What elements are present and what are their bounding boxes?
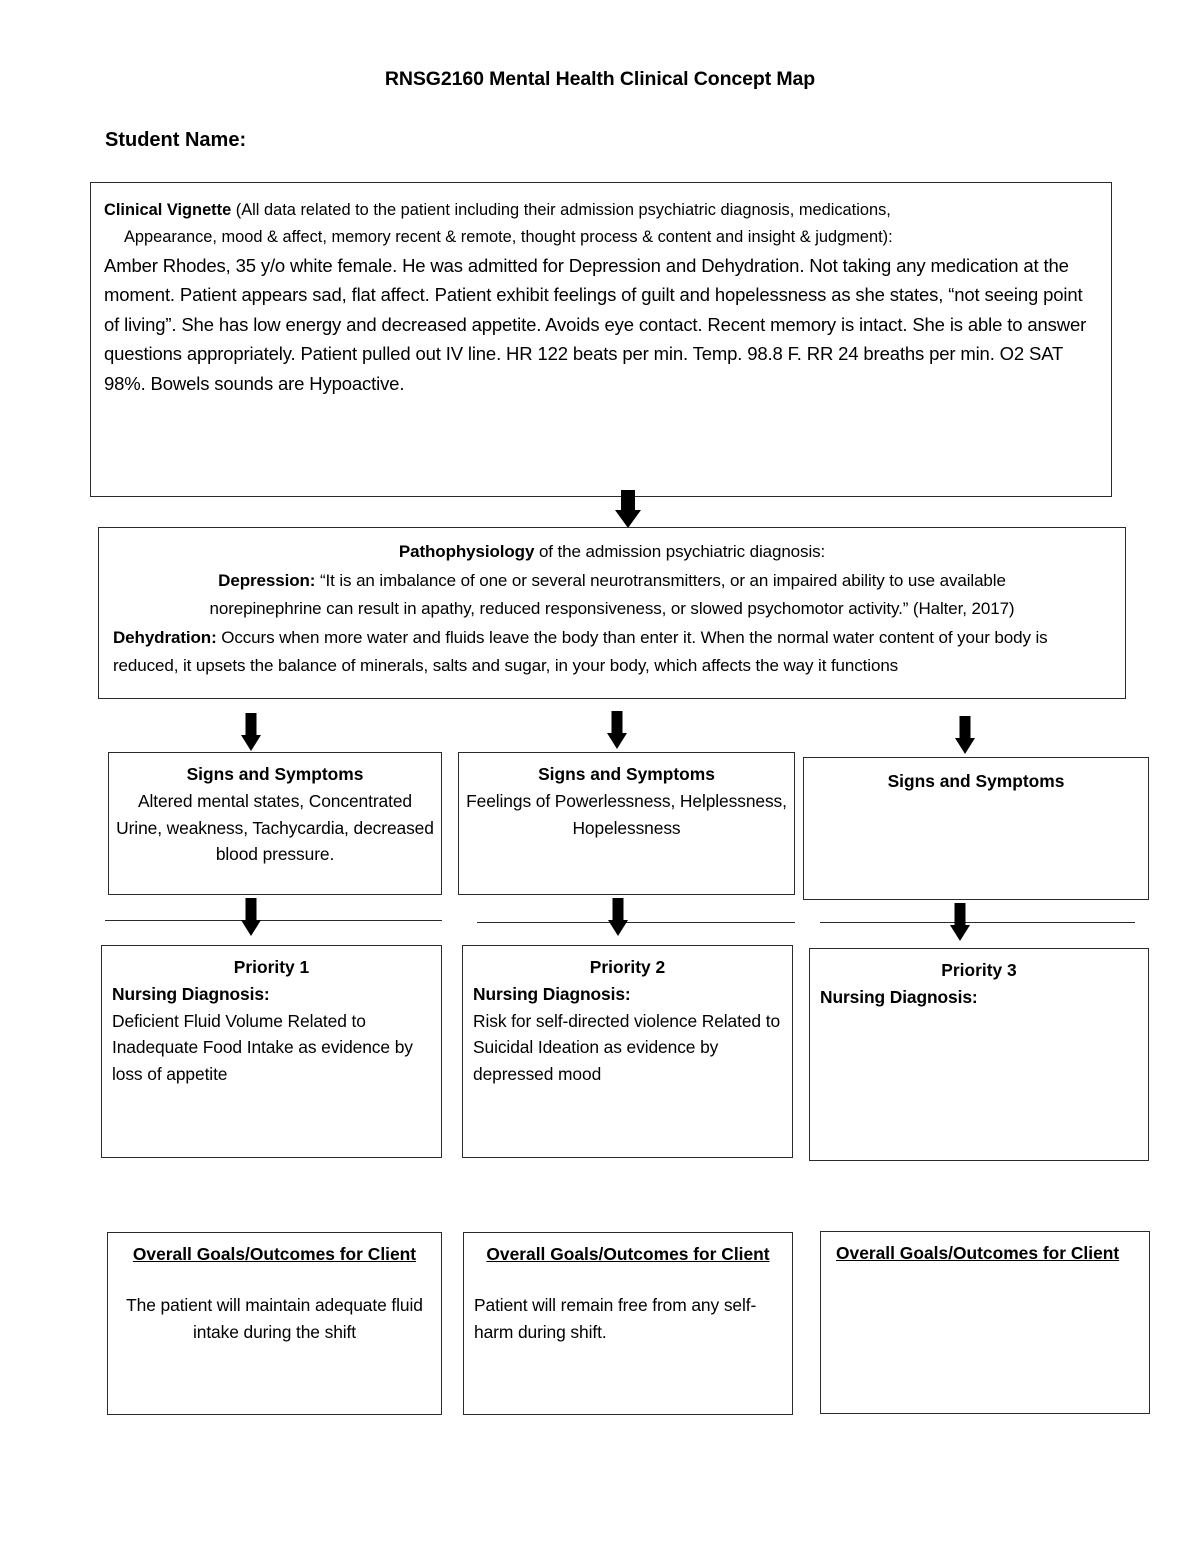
- vignette-label-bold: Clinical Vignette: [104, 201, 232, 219]
- arrow-head: [607, 733, 627, 749]
- connector-rule-3: [820, 922, 1135, 923]
- arrow-shaft: [959, 716, 971, 740]
- signs-and-symptoms-box-3: Signs and Symptoms: [803, 757, 1149, 900]
- signs-heading-3: Signs and Symptoms: [887, 771, 1065, 791]
- arrow-head: [615, 510, 641, 528]
- goals-body-2: Patient will remain free from any self-h…: [474, 1295, 757, 1342]
- priority-box-2: Priority 2 Nursing Diagnosis: Risk for s…: [462, 945, 793, 1158]
- arrow-shaft: [611, 711, 623, 735]
- goals-heading-1: Overall Goals/Outcomes for Client: [132, 1244, 417, 1264]
- signs-body-2: Feelings of Powerlessness, Helplessness,…: [466, 790, 787, 838]
- goals-box-2: Overall Goals/Outcomes for Client Patien…: [463, 1232, 793, 1415]
- signs-heading-1: Signs and Symptoms: [186, 764, 364, 784]
- connector-rule-2: [477, 922, 795, 923]
- priority-heading-1: Priority 1: [233, 957, 310, 977]
- signs-and-symptoms-box-1: Signs and Symptoms Altered mental states…: [108, 752, 442, 895]
- pathophysiology-heading-bold: Pathophysiology: [398, 542, 535, 561]
- depression-line-2: norepinephrine can result in apathy, red…: [209, 599, 1015, 618]
- student-name-label: Student Name:: [105, 129, 247, 151]
- arrow-head: [955, 738, 975, 754]
- arrow-shaft: [245, 713, 257, 737]
- nursing-diagnosis-text-2: Risk for self-directed violence Related …: [473, 1010, 781, 1085]
- signs-heading-2: Signs and Symptoms: [538, 764, 715, 784]
- nursing-diagnosis-label-3: Nursing Diagnosis:: [820, 986, 978, 1007]
- nursing-diagnosis-label-1: Nursing Diagnosis:: [112, 983, 270, 1004]
- arrow-shaft: [245, 898, 257, 922]
- arrow-head: [241, 920, 261, 936]
- dehydration-label: Dehydration:: [113, 627, 217, 647]
- arrow-shaft: [612, 898, 624, 922]
- goals-body-1: The patient will maintain adequate fluid…: [126, 1295, 423, 1342]
- pathophysiology-heading: Pathophysiology of the admission psychia…: [113, 538, 1111, 567]
- arrow-shaft: [621, 490, 635, 512]
- signs-and-symptoms-box-2: Signs and Symptoms Feelings of Powerless…: [458, 752, 795, 895]
- dehydration-line: Dehydration: Occurs when more water and …: [113, 624, 1111, 681]
- clinical-vignette-box: Clinical Vignette (All data related to t…: [90, 182, 1112, 497]
- priority-box-3: Priority 3 Nursing Diagnosis:: [809, 948, 1149, 1161]
- pathophysiology-box: Pathophysiology of the admission psychia…: [98, 527, 1126, 699]
- priority-heading-2: Priority 2: [589, 957, 666, 977]
- nursing-diagnosis-label-2: Nursing Diagnosis:: [473, 983, 631, 1004]
- page-title: RNSG2160 Mental Health Clinical Concept …: [384, 68, 816, 90]
- priority-heading-3: Priority 3: [941, 960, 1017, 980]
- arrow-head: [241, 735, 261, 751]
- dehydration-text: Occurs when more water and fluids leave …: [113, 627, 1048, 676]
- depression-label: Depression:: [218, 570, 316, 590]
- arrow-shaft: [954, 903, 966, 927]
- goals-heading-2: Overall Goals/Outcomes for Client: [486, 1244, 770, 1264]
- depression-line-1: Depression: “It is an imbalance of one o…: [113, 567, 1111, 596]
- signs-body-1: Altered mental states, Concentrated Urin…: [116, 790, 434, 865]
- arrow-head: [950, 925, 970, 941]
- connector-rule-1: [105, 920, 442, 921]
- priority-box-1: Priority 1 Nursing Diagnosis: Deficient …: [101, 945, 442, 1158]
- arrow-head: [608, 920, 628, 936]
- vignette-label-line2: Appearance, mood & affect, memory recent…: [124, 228, 893, 246]
- pathophysiology-heading-rest: of the admission psychiatric diagnosis:: [534, 542, 826, 561]
- nursing-diagnosis-text-1: Deficient Fluid Volume Related to Inadeq…: [112, 1010, 413, 1085]
- goals-box-1: Overall Goals/Outcomes for Client The pa…: [107, 1232, 442, 1415]
- vignette-label-line1: Clinical Vignette (All data related to t…: [104, 197, 1098, 224]
- vignette-body: Amber Rhodes, 35 y/o white female. He wa…: [104, 255, 1087, 394]
- goals-heading-3: Overall Goals/Outcomes for Client: [836, 1243, 1120, 1263]
- vignette-label-rest: (All data related to the patient includi…: [231, 201, 891, 219]
- depression-text-1: “It is an imbalance of one or several ne…: [315, 570, 1006, 590]
- goals-box-3: Overall Goals/Outcomes for Client: [820, 1231, 1150, 1414]
